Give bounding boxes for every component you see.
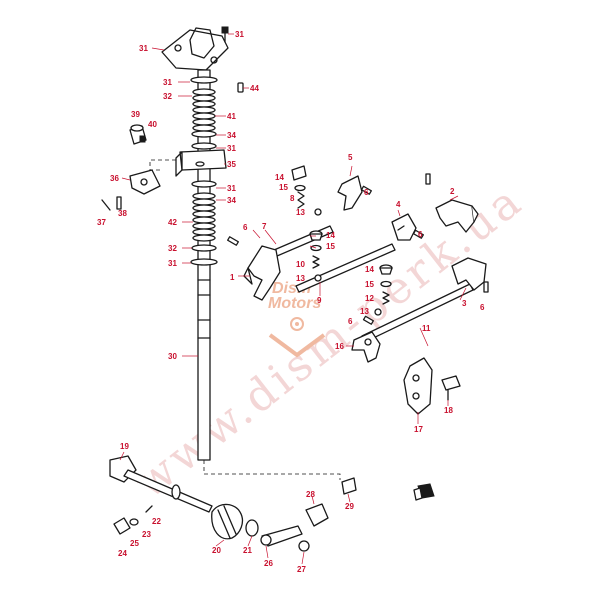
- callout-9: 9: [317, 296, 322, 305]
- callout-25: 25: [130, 539, 139, 548]
- callout-8: 8: [290, 194, 295, 203]
- callout-27: 27: [297, 565, 306, 574]
- callout-29: 29: [345, 502, 354, 511]
- callout-14: 14: [326, 231, 335, 240]
- fork-4-part: [391, 213, 417, 241]
- callout-21: 21: [243, 546, 252, 555]
- callout-18: 18: [444, 406, 453, 415]
- callout-36: 36: [110, 174, 119, 183]
- callout-3: 3: [462, 299, 467, 308]
- boot-20-part: [211, 503, 244, 540]
- callout-28: 28: [306, 490, 315, 499]
- callout-26: 26: [264, 559, 273, 568]
- callout-34: 34: [227, 131, 236, 140]
- callout-19: 19: [120, 442, 129, 451]
- callout-32: 32: [168, 244, 177, 253]
- shift-shaft-assembly: [101, 26, 341, 480]
- callout-labels: 31 31 44 31 32 41 34 31 35 31 34 42 32 3…: [97, 30, 485, 574]
- callout-20: 20: [212, 546, 221, 555]
- callout-39: 39: [131, 110, 140, 119]
- shift-linkage-assembly: [109, 455, 435, 552]
- callout-7: 7: [262, 222, 267, 231]
- callout-41: 41: [227, 112, 236, 121]
- fork-3-part: [451, 257, 487, 291]
- callout-15: 15: [365, 280, 374, 289]
- callout-15: 15: [326, 242, 335, 251]
- callout-16: 16: [335, 342, 344, 351]
- selector-block-part: [179, 149, 227, 171]
- joint-28-part: [305, 503, 329, 527]
- callout-1: 1: [230, 273, 235, 282]
- callout-10: 10: [296, 260, 305, 269]
- callout-14: 14: [365, 265, 374, 274]
- logo-line2: Motors: [268, 295, 321, 312]
- callout-22: 22: [152, 517, 161, 526]
- callout-13: 13: [360, 307, 369, 316]
- callout-31: 31: [227, 184, 236, 193]
- callout-23: 23: [142, 530, 151, 539]
- fork-2-part: [435, 199, 475, 233]
- callout-14: 14: [275, 173, 284, 182]
- brand-logo: Dism Motors: [268, 280, 326, 358]
- callout-6: 6: [480, 303, 485, 312]
- callout-32: 32: [163, 92, 172, 101]
- shifter-arm-part: [129, 169, 161, 195]
- fork-5-part: [337, 175, 363, 211]
- callout-6: 6: [243, 223, 248, 232]
- callout-31: 31: [163, 78, 172, 87]
- shaft-springs: [175, 76, 227, 266]
- callout-4: 4: [396, 200, 401, 209]
- callout-38: 38: [118, 209, 127, 218]
- callout-13: 13: [296, 274, 305, 283]
- leader-lines: [119, 33, 467, 565]
- fork-1-part: [247, 245, 281, 301]
- callout-6: 6: [418, 230, 423, 239]
- top-cover-part: [161, 29, 229, 71]
- callout-5: 5: [348, 153, 353, 162]
- callout-11: 11: [422, 324, 431, 333]
- lever-16-part: [351, 331, 381, 363]
- linkage-rod-part: [123, 469, 213, 513]
- callout-31: 31: [168, 259, 177, 268]
- rod-7-part: [273, 225, 334, 257]
- callout-2: 2: [450, 187, 455, 196]
- callout-17: 17: [414, 425, 423, 434]
- callout-42: 31: [139, 44, 148, 53]
- callout-35: 35: [227, 160, 236, 169]
- callout-34: 34: [227, 196, 236, 205]
- callout-24: 24: [118, 549, 127, 558]
- callout-41: 42: [168, 218, 177, 227]
- callout-12: 12: [365, 294, 374, 303]
- callout-31: 31: [227, 144, 236, 153]
- callout-30: 30: [168, 352, 177, 361]
- callout-15: 15: [279, 183, 288, 192]
- callout-37: 37: [97, 218, 106, 227]
- detent-cap-part: [291, 165, 307, 181]
- callout-6: 6: [364, 188, 369, 197]
- callout-43: 31: [235, 30, 244, 39]
- callout-6: 6: [348, 317, 353, 326]
- callout-40: 40: [148, 120, 157, 129]
- shift-forks-assembly: [243, 165, 489, 415]
- callout-44: 44: [250, 84, 259, 93]
- bracket-17-part: [403, 357, 433, 415]
- callout-13: 13: [296, 208, 305, 217]
